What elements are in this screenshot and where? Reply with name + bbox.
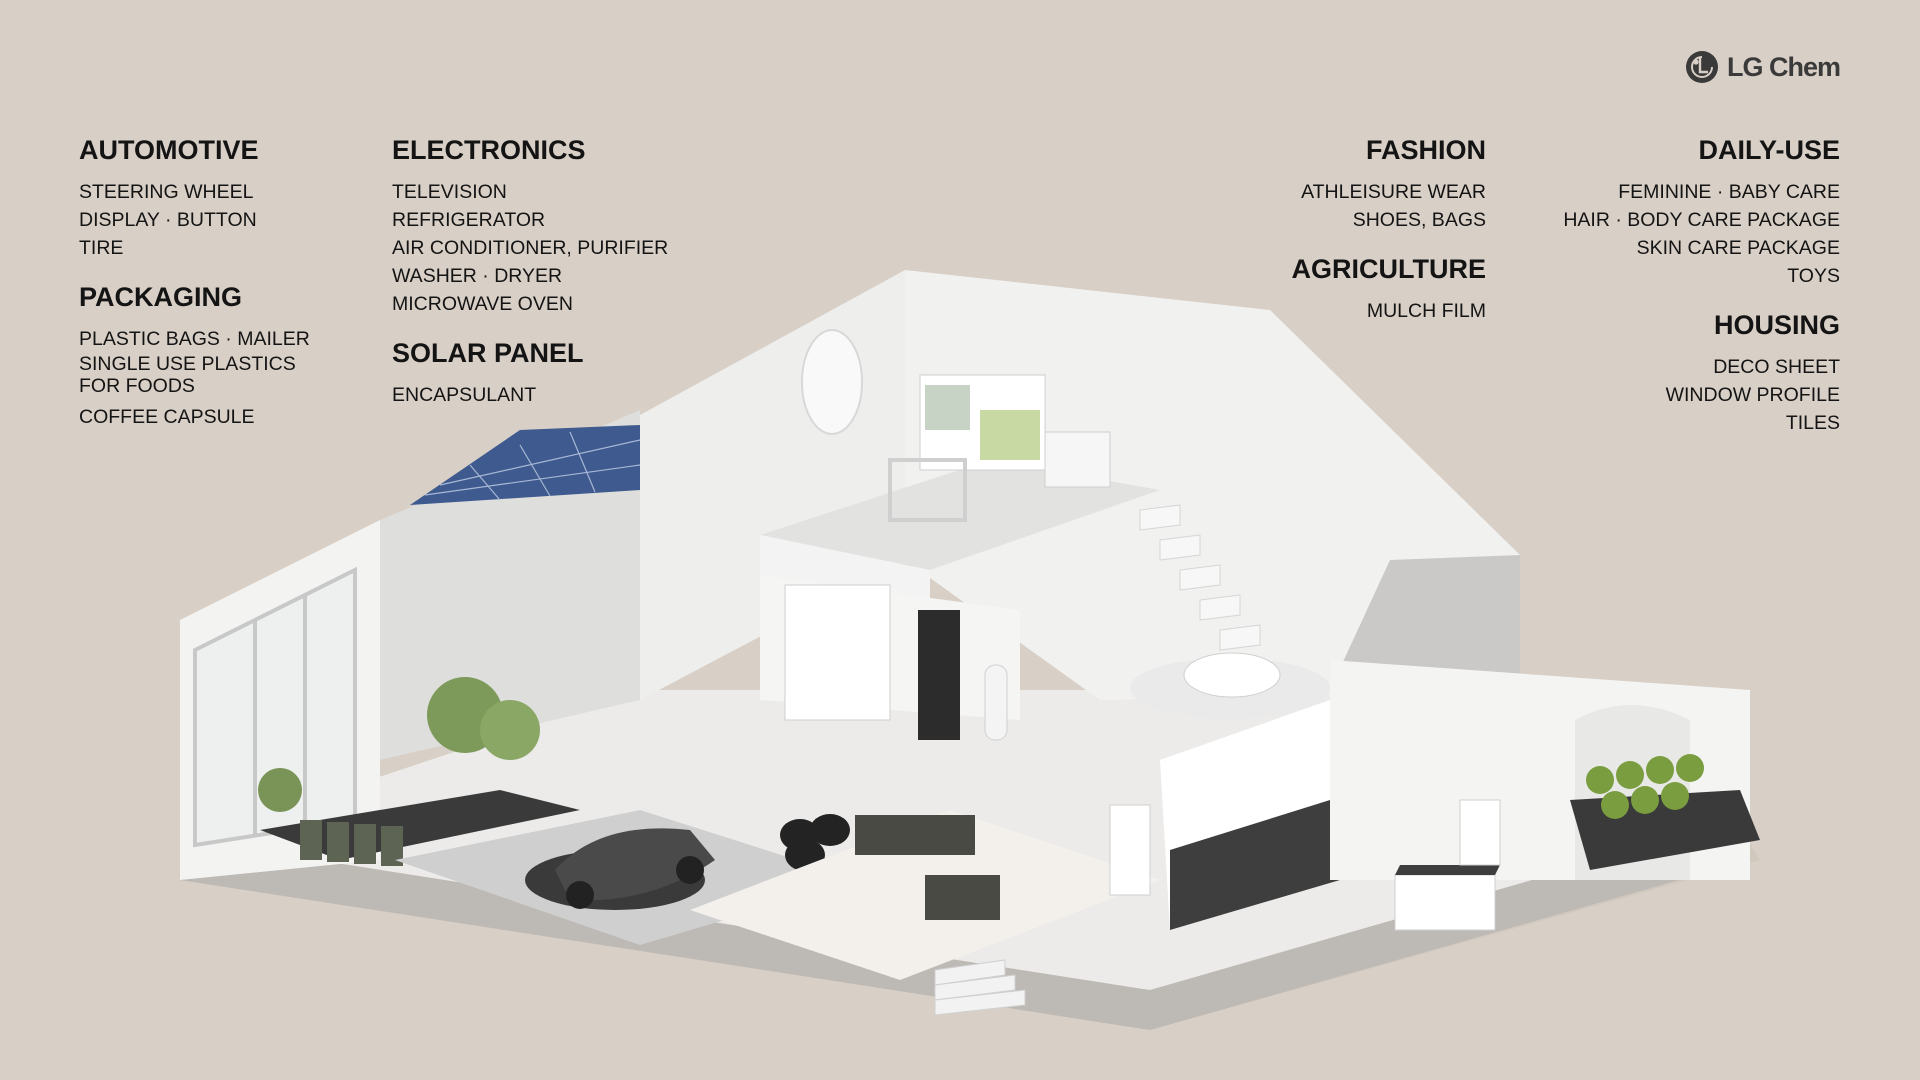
category-daily-use: DAILY-USE FEMININE · BABY CARE HAIR · BO… [1520, 137, 1840, 290]
list-item: MULCH FILM [1366, 300, 1486, 322]
column-electronics-solar: ELECTRONICS TELEVISION REFRIGERATOR AIR … [392, 137, 712, 431]
category-title: HOUSING [1713, 310, 1840, 340]
category-fashion: FASHION ATHLEISURE WEAR SHOES, BAGS [1226, 137, 1486, 234]
category-title: FASHION [1365, 135, 1486, 165]
list-item: ATHLEISURE WEAR [1301, 181, 1486, 203]
column-fashion-agriculture: FASHION ATHLEISURE WEAR SHOES, BAGS AGRI… [1226, 137, 1486, 347]
list-item: COFFEE CAPSULE [79, 406, 255, 428]
list-item: MICROWAVE OVEN [392, 293, 573, 315]
list-item: DECO SHEET [1713, 356, 1840, 378]
column-daily-use-housing: DAILY-USE FEMININE · BABY CARE HAIR · BO… [1520, 137, 1840, 459]
list-item: TOYS [1787, 265, 1840, 287]
category-title: SOLAR PANEL [392, 338, 584, 368]
list-item: SINGLE USE PLASTICS FOR FOODS [79, 353, 296, 397]
brand-name: LG Chem [1726, 51, 1841, 82]
list-item: SHOES, BAGS [1352, 209, 1486, 231]
list-item: REFRIGERATOR [392, 209, 546, 231]
list-item: AIR CONDITIONER, PURIFIER [392, 237, 669, 259]
list-item: WASHER · DRYER [392, 265, 563, 287]
list-item: PLASTIC BAGS · MAILER [79, 328, 310, 350]
column-automotive-packaging: AUTOMOTIVE STEERING WHEEL DISPLAY · BUTT… [79, 137, 379, 453]
solar-panel [410, 425, 640, 505]
list-item: TILES [1785, 412, 1840, 434]
list-item: TELEVISION [392, 181, 507, 203]
category-agriculture: AGRICULTURE MULCH FILM [1226, 256, 1486, 325]
list-item: STEERING WHEEL [79, 181, 254, 203]
lg-logo-icon [1685, 51, 1718, 83]
category-automotive: AUTOMOTIVE STEERING WHEEL DISPLAY · BUTT… [79, 137, 379, 262]
category-solar-panel: SOLAR PANEL ENCAPSULANT [392, 340, 712, 409]
category-housing: HOUSING DECO SHEET WINDOW PROFILE TILES [1520, 312, 1840, 437]
car [525, 828, 715, 910]
category-electronics: ELECTRONICS TELEVISION REFRIGERATOR AIR … [392, 137, 712, 318]
category-title: ELECTRONICS [392, 135, 586, 165]
category-title: AUTOMOTIVE [79, 135, 259, 165]
category-title: AGRICULTURE [1291, 254, 1486, 284]
list-item: ENCAPSULANT [392, 384, 537, 406]
list-item: DISPLAY · BUTTON [79, 209, 257, 231]
list-item: HAIR · BODY CARE PACKAGE [1563, 209, 1840, 231]
list-item: TIRE [79, 237, 124, 259]
lg-chem-logo: LG Chem [1685, 50, 1841, 84]
category-packaging: PACKAGING PLASTIC BAGS · MAILER SINGLE U… [79, 284, 379, 431]
category-title: DAILY-USE [1698, 135, 1840, 165]
category-title: PACKAGING [79, 282, 243, 312]
list-item: WINDOW PROFILE [1665, 384, 1840, 406]
list-item: FEMININE · BABY CARE [1618, 181, 1840, 203]
list-item: SKIN CARE PACKAGE [1636, 237, 1840, 259]
